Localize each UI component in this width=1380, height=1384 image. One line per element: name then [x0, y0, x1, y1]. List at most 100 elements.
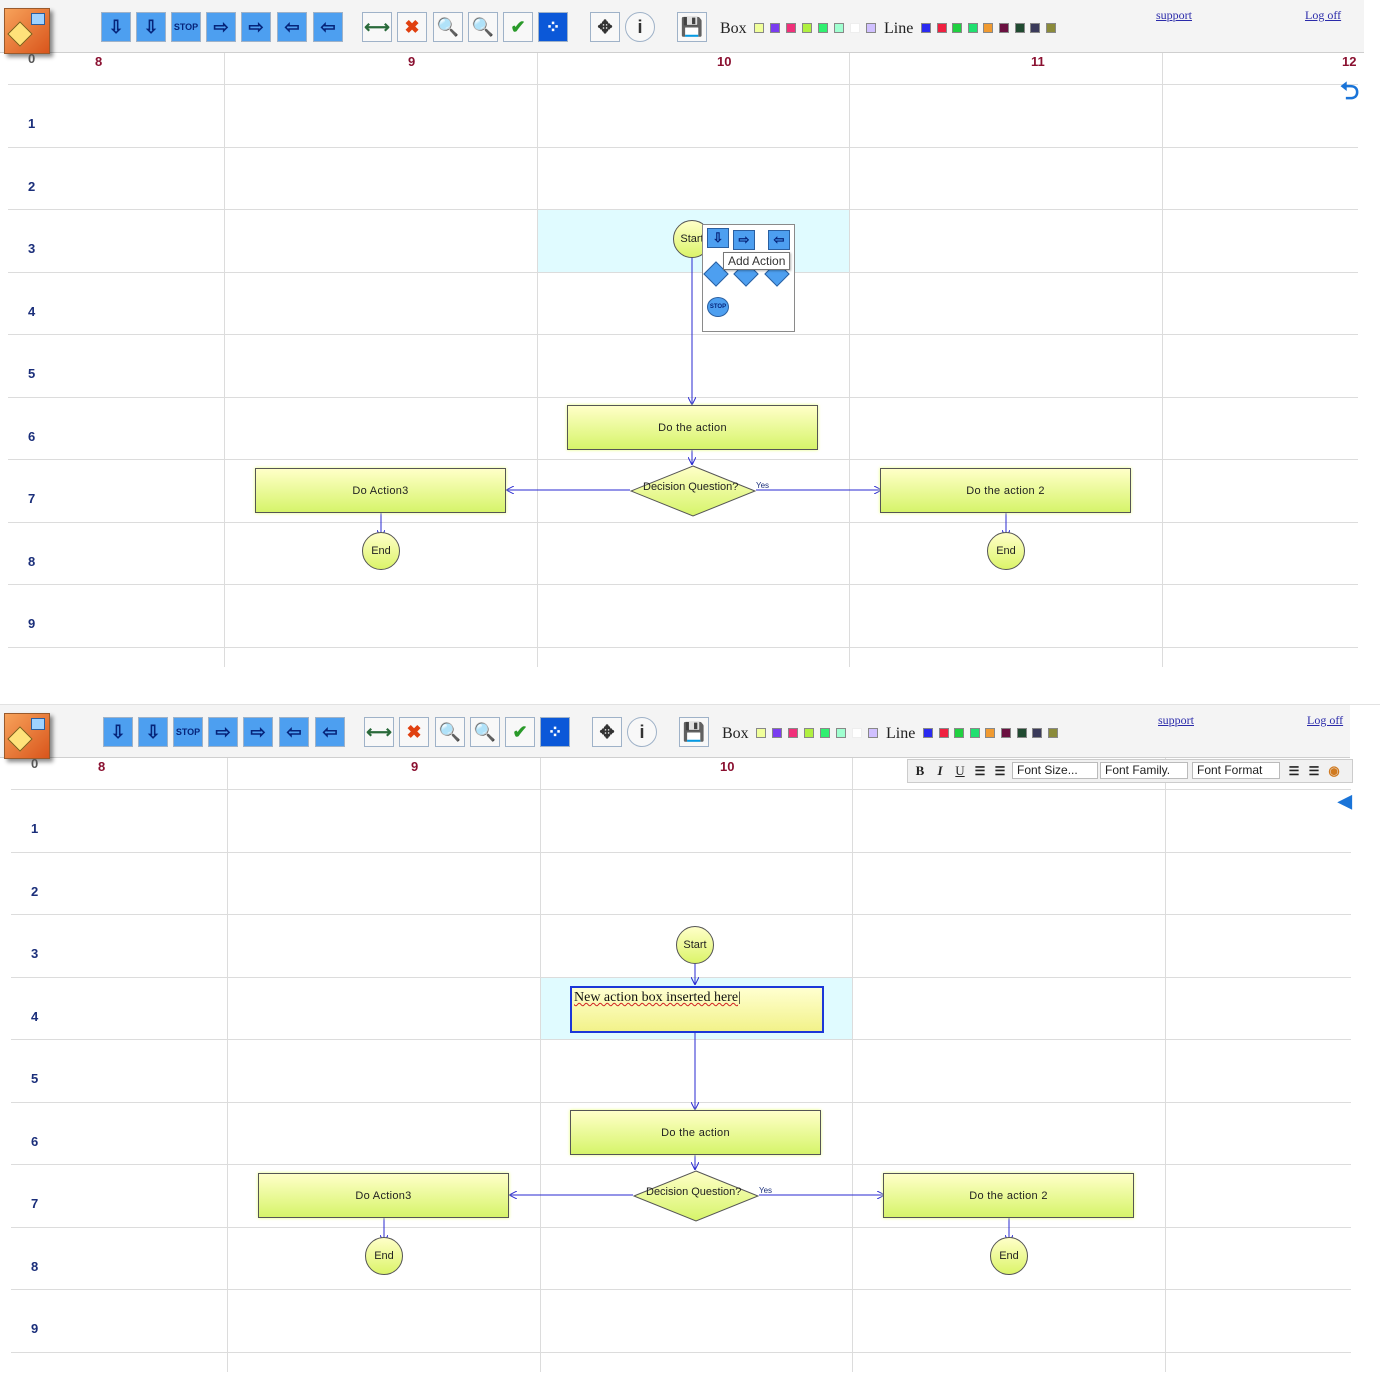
info-button[interactable]: i — [627, 717, 657, 747]
add-stop-button[interactable]: STOP — [173, 717, 203, 747]
line-color-swatch[interactable] — [952, 23, 963, 33]
line-color-swatch[interactable] — [1047, 728, 1058, 738]
line-color-swatch[interactable] — [1045, 23, 1056, 33]
left-action-box[interactable]: Do Action3 — [258, 1173, 509, 1218]
move-button[interactable]: ✥ — [592, 717, 622, 747]
line-color-swatch[interactable] — [1001, 728, 1011, 738]
add-stop-button[interactable]: STOP — [171, 12, 201, 42]
add-down-action-button[interactable]: ⇩ — [138, 717, 168, 747]
box-color-swatch[interactable] — [852, 728, 862, 738]
grid-button[interactable]: ⁘ — [540, 717, 570, 747]
box-color-swatch[interactable] — [786, 23, 796, 33]
box-color-swatch[interactable] — [834, 23, 844, 33]
ordered-list-icon[interactable]: ☰ — [974, 764, 986, 778]
diagram-grid[interactable]: 0 8 9 10 1 2 3 4 5 6 7 8 9 Start New act… — [11, 756, 1353, 1372]
line-color-swatch[interactable] — [1014, 23, 1025, 33]
connector-button[interactable]: ⟷ — [364, 717, 394, 747]
action-box[interactable]: Do the action — [570, 1110, 821, 1155]
box-color-swatch[interactable] — [804, 728, 814, 738]
left-action-box[interactable]: Do Action3 — [255, 468, 506, 513]
logoff-link[interactable]: Log off — [1307, 713, 1344, 727]
color-palette-icon[interactable]: ◉ — [1328, 763, 1340, 778]
add-down-decision-button[interactable]: ⇩ — [101, 12, 131, 42]
move-button[interactable]: ✥ — [590, 12, 620, 42]
add-down-decision-button[interactable]: ⇩ — [103, 717, 133, 747]
decision-diamond[interactable] — [630, 465, 756, 517]
indent-icon[interactable]: ☰ — [1308, 764, 1320, 778]
end-node-left[interactable]: End — [365, 1237, 403, 1275]
add-left-action-button[interactable]: ⇦ — [315, 717, 345, 747]
add-down-action-button[interactable]: ⇩ — [136, 12, 166, 42]
line-color-swatch[interactable] — [936, 23, 947, 33]
decision-diamond[interactable] — [633, 1170, 759, 1222]
save-button[interactable]: 💾 — [679, 717, 709, 747]
info-button[interactable]: i — [625, 12, 655, 42]
line-color-swatch[interactable] — [938, 728, 949, 738]
delete-button[interactable]: ✖ — [399, 717, 429, 747]
box-color-swatch[interactable] — [818, 23, 828, 33]
line-color-swatch[interactable] — [985, 728, 996, 738]
start-node[interactable]: Start — [676, 926, 714, 964]
save-button[interactable]: 💾 — [677, 12, 707, 42]
line-color-swatch[interactable] — [1030, 23, 1041, 33]
line-color-swatch[interactable] — [999, 23, 1009, 33]
popup-stop-button[interactable]: STOP — [707, 297, 729, 317]
popup-left-action-button[interactable]: ⇦ — [768, 230, 790, 250]
diagram-grid[interactable]: 0 8 9 10 11 12 1 2 3 4 5 6 7 8 9 Start D… — [8, 51, 1358, 667]
font-format-select[interactable]: Font Format — [1192, 762, 1280, 779]
box-color-swatch[interactable] — [866, 23, 876, 33]
support-link[interactable]: support — [1158, 713, 1194, 727]
accept-button[interactable]: ✔ — [503, 12, 533, 42]
add-right-action-button[interactable]: ⇨ — [243, 717, 273, 747]
line-color-swatch[interactable] — [983, 23, 994, 33]
support-link[interactable]: support — [1156, 8, 1192, 22]
connector-button[interactable]: ⟷ — [362, 12, 392, 42]
add-left-decision-button[interactable]: ⇦ — [277, 12, 307, 42]
zoom-out-button[interactable]: 🔍 — [468, 12, 498, 42]
line-color-swatch[interactable] — [1016, 728, 1027, 738]
box-color-swatch[interactable] — [802, 23, 812, 33]
box-color-swatch[interactable] — [836, 728, 846, 738]
delete-button[interactable]: ✖ — [397, 12, 427, 42]
zoom-out-button[interactable]: 🔍 — [470, 717, 500, 747]
right-action-box[interactable]: Do the action 2 — [883, 1173, 1134, 1218]
box-color-swatch[interactable] — [756, 728, 766, 738]
line-color-swatch[interactable] — [967, 23, 978, 33]
box-color-swatch[interactable] — [788, 728, 798, 738]
outdent-icon[interactable]: ☰ — [1288, 764, 1300, 778]
action-box[interactable]: Do the action — [567, 405, 818, 450]
font-family-select[interactable]: Font Family. — [1100, 762, 1188, 779]
logoff-link[interactable]: Log off — [1305, 8, 1342, 22]
end-node-left[interactable]: End — [362, 532, 400, 570]
bold-button[interactable]: B — [915, 763, 925, 778]
zoom-in-button[interactable]: 🔍 — [435, 717, 465, 747]
popup-down-action-button[interactable]: ⇩ — [707, 228, 729, 248]
line-color-swatch[interactable] — [1032, 728, 1043, 738]
add-right-decision-button[interactable]: ⇨ — [208, 717, 238, 747]
box-color-swatch[interactable] — [770, 23, 780, 33]
end-node-right[interactable]: End — [990, 1237, 1028, 1275]
box-color-swatch[interactable] — [820, 728, 830, 738]
zoom-in-button[interactable]: 🔍 — [433, 12, 463, 42]
underline-button[interactable]: U — [955, 763, 965, 778]
line-color-swatch[interactable] — [954, 728, 965, 738]
unordered-list-icon[interactable]: ☰ — [994, 764, 1006, 778]
new-action-box-editor[interactable]: New action box inserted here| — [570, 986, 824, 1033]
font-size-select[interactable]: Font Size... — [1012, 762, 1098, 779]
line-color-swatch[interactable] — [969, 728, 980, 738]
italic-button[interactable]: I — [937, 763, 943, 778]
back-arrow-icon[interactable]: ◀ — [1338, 791, 1352, 811]
box-color-swatch[interactable] — [754, 23, 764, 33]
end-node-right[interactable]: End — [987, 532, 1025, 570]
right-action-box[interactable]: Do the action 2 — [880, 468, 1131, 513]
line-color-swatch[interactable] — [923, 728, 933, 738]
box-color-swatch[interactable] — [868, 728, 878, 738]
add-right-decision-button[interactable]: ⇨ — [206, 12, 236, 42]
box-color-swatch[interactable] — [850, 23, 860, 33]
back-arrow-icon[interactable]: ⮌ — [1340, 78, 1360, 105]
line-color-swatch[interactable] — [921, 23, 931, 33]
box-color-swatch[interactable] — [772, 728, 782, 738]
add-right-action-button[interactable]: ⇨ — [241, 12, 271, 42]
accept-button[interactable]: ✔ — [505, 717, 535, 747]
add-left-decision-button[interactable]: ⇦ — [279, 717, 309, 747]
